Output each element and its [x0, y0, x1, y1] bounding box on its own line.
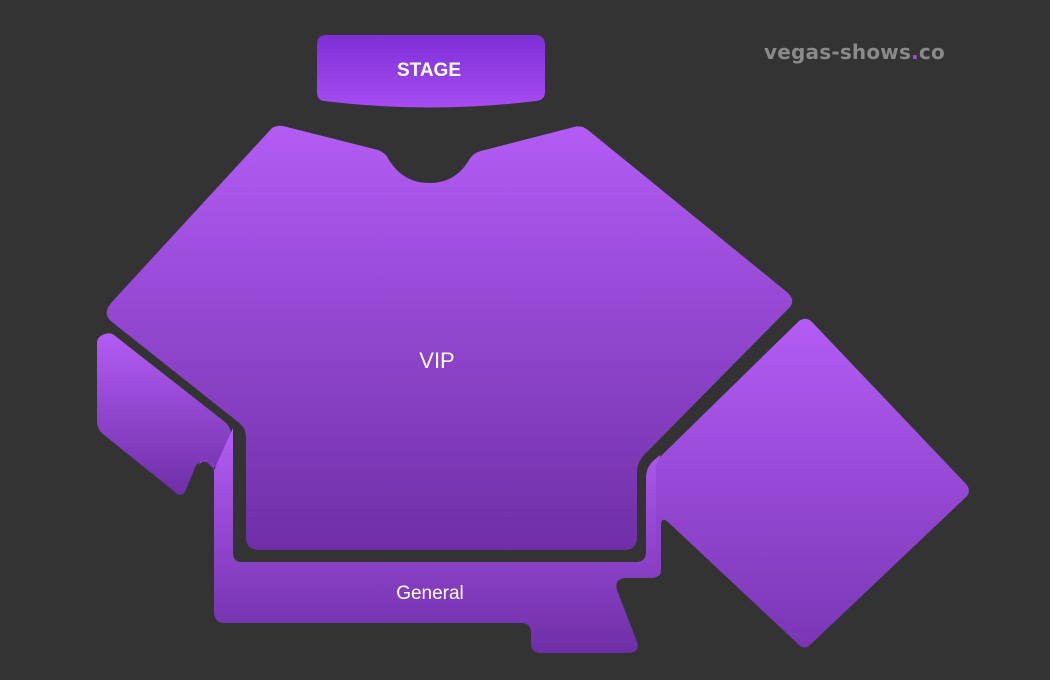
- general-label: General: [396, 583, 464, 604]
- brand-logo: vegas-shows.co: [764, 40, 945, 64]
- right-section-shape[interactable]: [656, 318, 969, 648]
- left-wing-section[interactable]: [97, 333, 231, 495]
- brand-tld: co: [918, 40, 945, 64]
- general-section[interactable]: General: [186, 428, 660, 653]
- right-section[interactable]: [656, 318, 969, 648]
- vip-section[interactable]: VIP: [106, 125, 793, 550]
- vip-label: VIP: [419, 348, 454, 373]
- brand-name: vegas-shows: [764, 40, 912, 64]
- general-band[interactable]: [198, 428, 660, 653]
- vip-shape[interactable]: [106, 125, 793, 550]
- brand-dot: .: [911, 40, 919, 64]
- stage-label: STAGE: [397, 60, 461, 81]
- left-wing-shape[interactable]: [97, 333, 231, 495]
- stage-shape[interactable]: [317, 35, 545, 108]
- stage-section[interactable]: STAGE: [317, 35, 545, 108]
